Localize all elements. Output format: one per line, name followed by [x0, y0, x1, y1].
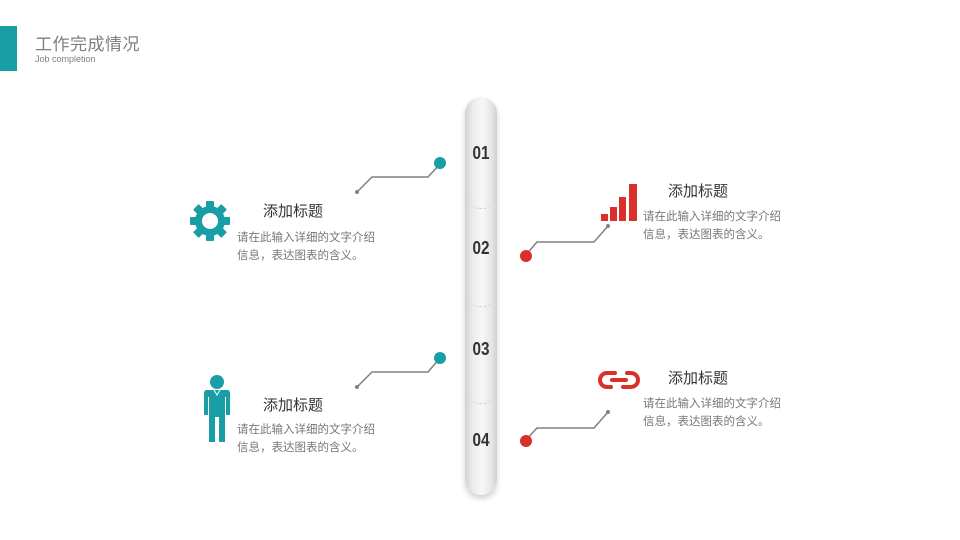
gear-icon: [190, 201, 230, 241]
step-number-4: 04: [472, 430, 490, 450]
step-number-1: 01: [472, 143, 490, 163]
item-4-title: 添加标题: [668, 369, 729, 387]
item-1-desc-line-2: 信息，表达图表的含义。: [237, 248, 364, 262]
person-icon: [204, 375, 230, 442]
connector-line-1: [356, 163, 441, 193]
connector-line-2: [524, 225, 609, 257]
connector-end-dot-3: [355, 385, 359, 389]
page-title: 工作完成情况: [35, 35, 140, 55]
item-4-desc-line-1: 请在此输入详细的文字介绍: [643, 396, 781, 410]
item-2-desc-line-1: 请在此输入详细的文字介绍: [643, 209, 781, 223]
item-4-desc-line-2: 信息，表达图表的含义。: [643, 414, 770, 428]
item-3-desc-line-1: 请在此输入详细的文字介绍: [237, 422, 375, 436]
item-3-title: 添加标题: [263, 396, 324, 414]
link-icon: [598, 371, 640, 389]
connector-line-4: [524, 411, 609, 442]
tube-segment-divider: [468, 198, 494, 209]
connector-node-4: [520, 435, 532, 447]
connector-end-dot-4: [606, 410, 610, 414]
item-1-title: 添加标题: [263, 202, 324, 220]
connector-line-3: [356, 357, 441, 388]
item-2-description: 请在此输入详细的文字介绍 信息，表达图表的含义。: [643, 207, 813, 243]
tube-segment-divider: [468, 296, 494, 307]
connector-end-dot-2: [606, 224, 610, 228]
item-2-desc-line-2: 信息，表达图表的含义。: [643, 227, 770, 241]
tube-segment-divider: [468, 393, 494, 404]
item-3-description: 请在此输入详细的文字介绍 信息，表达图表的含义。: [237, 420, 407, 456]
item-2-title: 添加标题: [668, 182, 729, 200]
item-3-desc-line-2: 信息，表达图表的含义。: [237, 440, 364, 454]
connector-end-dot-1: [355, 190, 359, 194]
connector-node-2: [520, 250, 532, 262]
item-1-desc-line-1: 请在此输入详细的文字介绍: [237, 230, 375, 244]
connector-node-1: [434, 157, 446, 169]
step-number-2: 02: [472, 238, 490, 258]
item-1-description: 请在此输入详细的文字介绍 信息，表达图表的含义。: [237, 228, 407, 264]
timeline-tube: 01 02 03 04: [465, 97, 497, 495]
connector-node-3: [434, 352, 446, 364]
page-subtitle: Job completion: [35, 54, 96, 64]
header-accent-bar: [0, 26, 17, 71]
bar-chart-icon: [601, 184, 637, 221]
step-number-3: 03: [472, 339, 490, 359]
item-4-description: 请在此输入详细的文字介绍 信息，表达图表的含义。: [643, 394, 813, 430]
